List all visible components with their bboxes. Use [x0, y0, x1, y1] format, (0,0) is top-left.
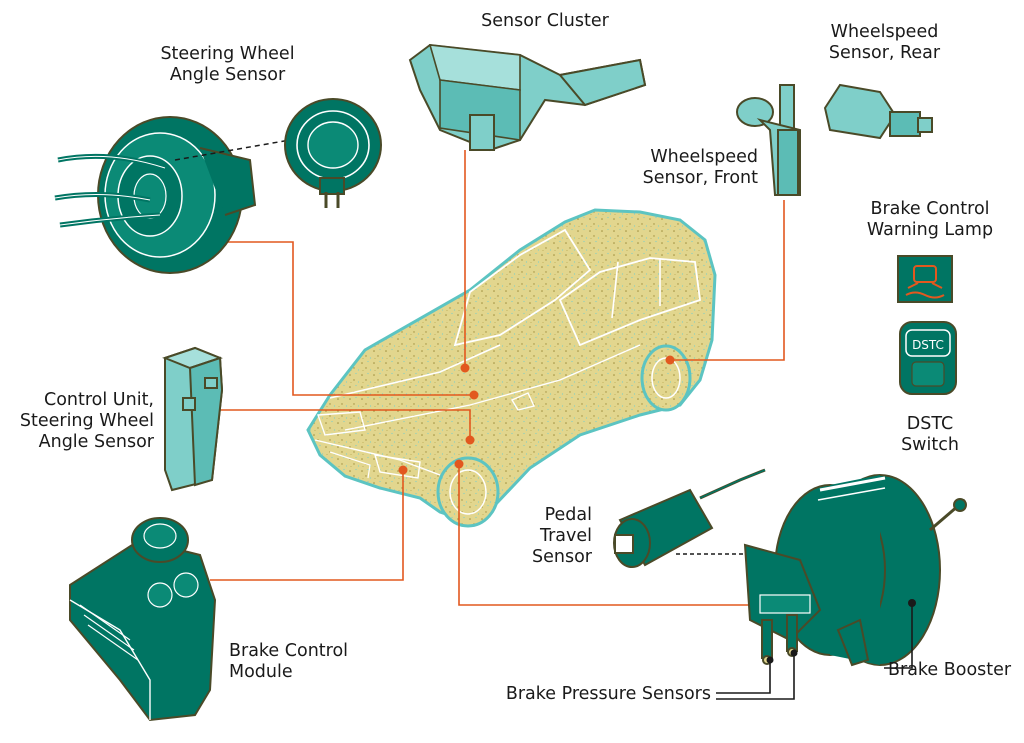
connector-brake-module — [210, 470, 404, 581]
control-unit-device — [162, 346, 224, 492]
pressure-sensor-leaders — [716, 655, 795, 700]
car-rear-wheel — [640, 344, 692, 412]
connector-dot-brake-module — [398, 465, 408, 475]
connector-control-unit — [205, 409, 471, 440]
wheelspeed-sensor-rear-device — [823, 83, 933, 140]
connector-wheelspeed-front — [670, 200, 785, 361]
brake-warning-lamp — [897, 255, 953, 303]
connector-dot-cluster — [460, 363, 470, 373]
label-pedal-travel-sensor: Pedal Travel Sensor — [532, 505, 592, 567]
brake-booster-device — [743, 474, 967, 667]
pressure-sensor-dot-2 — [790, 649, 798, 657]
sensor-cluster-device — [408, 43, 647, 152]
connector-dots — [398, 355, 675, 475]
label-brake-booster: Brake Booster — [888, 660, 1012, 680]
wheelspeed-sensor-front-device — [736, 84, 801, 196]
connector-dot-control-unit — [465, 435, 475, 445]
label-dstc-switch: DSTC Switch — [901, 414, 959, 455]
connector-lines — [205, 150, 785, 606]
label-control-unit: Control Unit, Steering Wheel Angle Senso… — [19, 390, 154, 452]
label-wheelspeed-rear: Wheelspeed Sensor, Rear — [828, 22, 941, 63]
steering-sensor-dashed-leader — [174, 139, 291, 161]
car-illustration — [306, 208, 717, 528]
label-brake-control-warning-lamp: Brake Control Warning Lamp — [866, 199, 994, 240]
car-windshield — [453, 228, 592, 347]
connector-steering-sensor — [218, 241, 474, 396]
label-sensor-cluster: Sensor Cluster — [481, 11, 609, 31]
connector-dot-front-wheel — [454, 459, 464, 469]
label-steering-wheel-angle-sensor: Steering Wheel Angle Sensor — [160, 44, 295, 85]
label-wheelspeed-front: Wheelspeed Sensor, Front — [642, 147, 758, 188]
brake-control-module-device — [69, 517, 217, 722]
steering-angle-sensor-disc — [284, 98, 382, 208]
connector-dot-wheel-rear — [665, 355, 675, 365]
skidding-car-icon — [905, 265, 945, 299]
brake-booster-leader — [884, 603, 913, 669]
steering-clock-spring — [54, 116, 257, 274]
pressure-sensor-dot-1 — [766, 656, 774, 664]
car-side-windows — [558, 257, 701, 347]
label-brake-pressure-sensors: Brake Pressure Sensors — [505, 684, 711, 704]
pedal-travel-sensor-device — [613, 468, 766, 568]
dstc-switch-button: DSTC — [899, 321, 957, 395]
dstc-button-text: DSTC — [912, 338, 944, 352]
connector-dot-steering — [469, 390, 479, 400]
connector-brake-booster — [458, 464, 752, 606]
label-brake-control-module: Brake Control Module — [229, 641, 349, 682]
car-front-wheel — [436, 456, 500, 528]
